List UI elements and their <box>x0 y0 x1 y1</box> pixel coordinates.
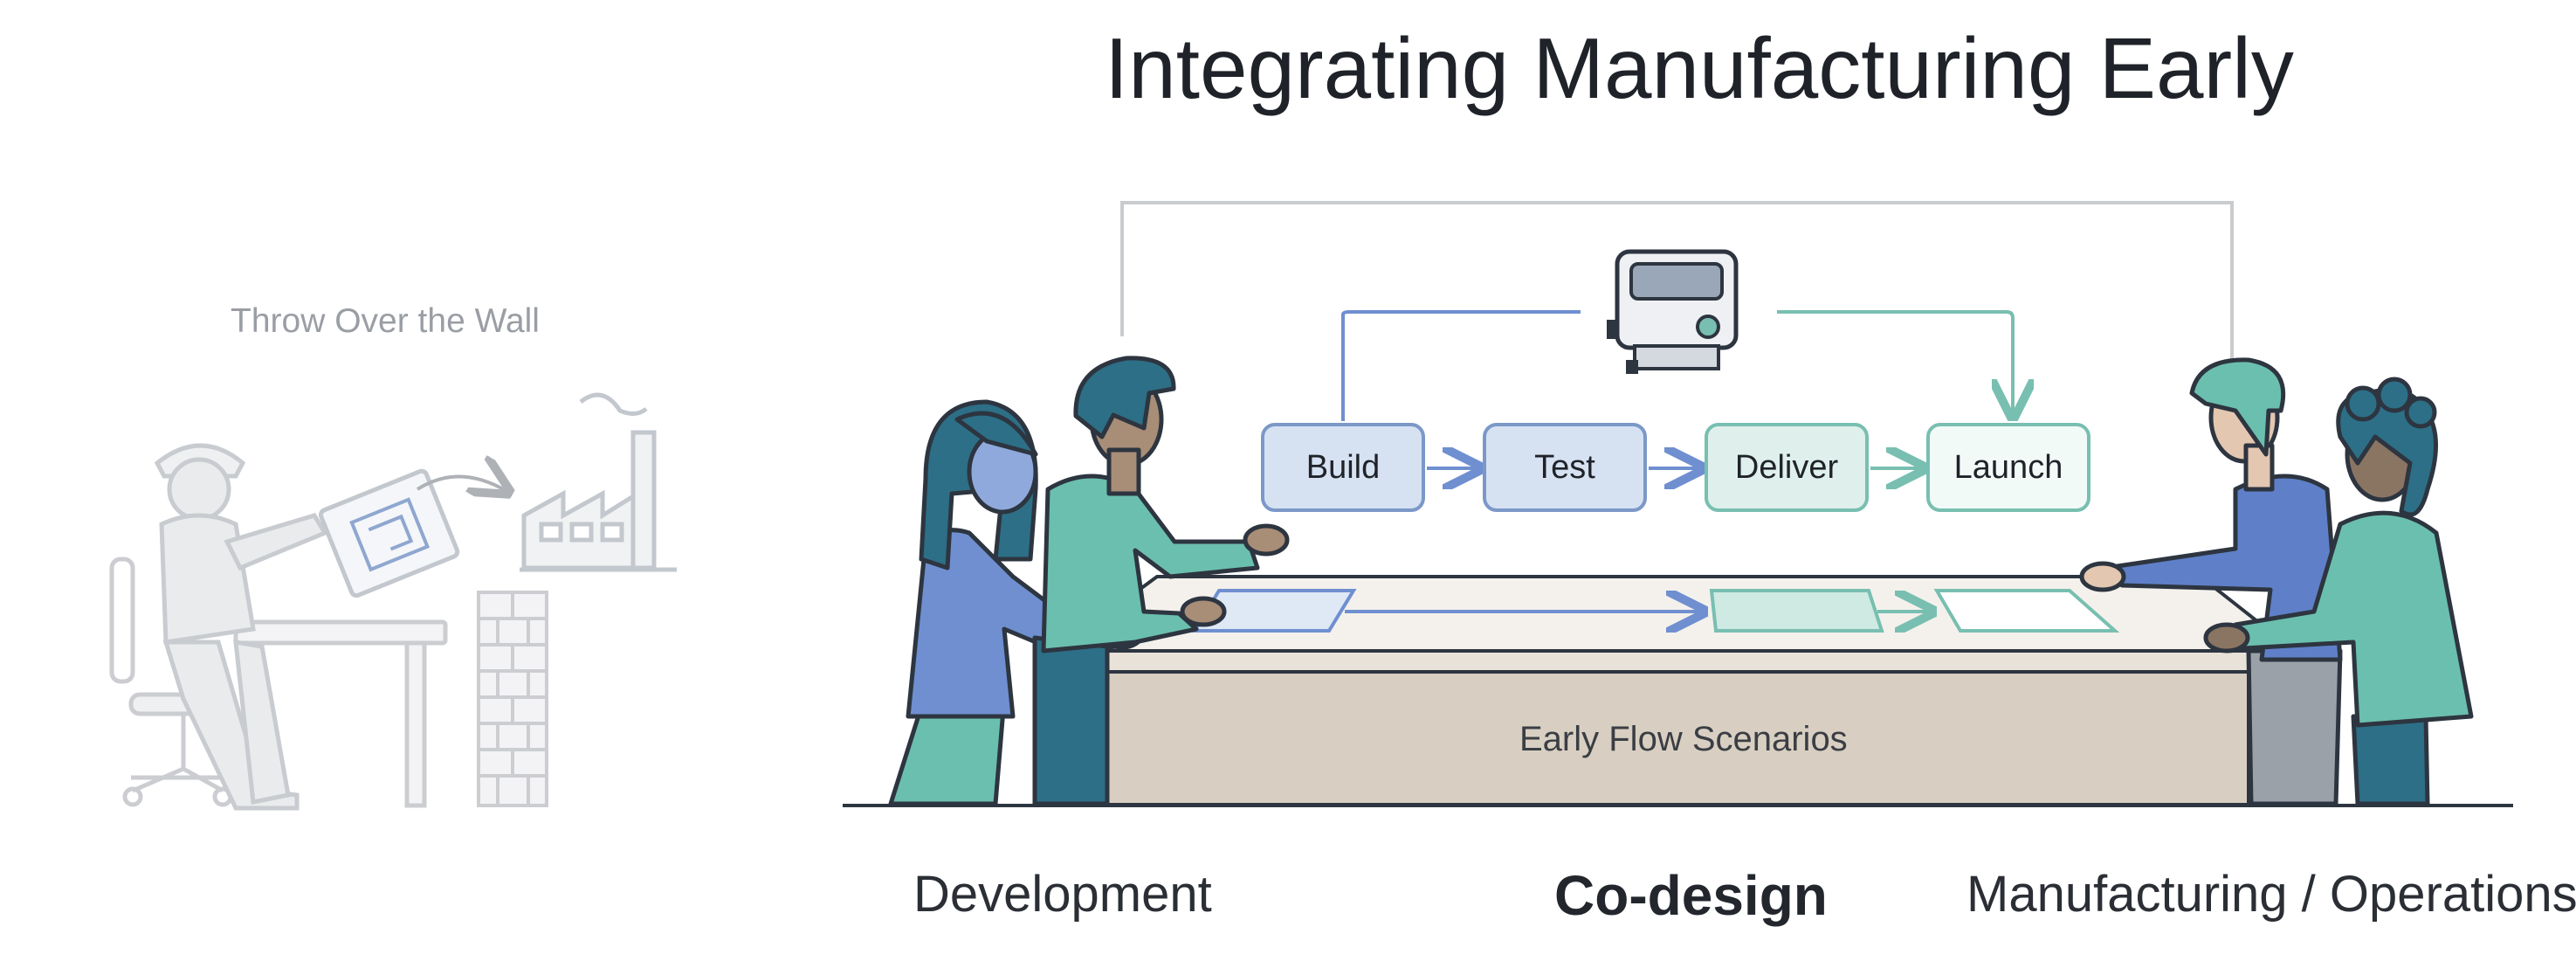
brick-wall-icon <box>477 591 548 807</box>
developer-woman-figure <box>888 399 1144 806</box>
frame-outline <box>1120 201 2234 367</box>
table-paper-light <box>1933 589 2120 633</box>
blueprint-icon <box>318 468 460 598</box>
development-label: Development <box>913 866 1212 923</box>
operations-man-figure <box>2079 357 2343 806</box>
left-panel-caption: Throw Over the Wall <box>231 302 540 340</box>
throw-over-wall-illustration <box>109 392 677 811</box>
table-paper-teal <box>1709 589 1884 633</box>
step-build: Build <box>1261 423 1425 512</box>
factory-icon <box>520 392 677 572</box>
throw-arrow-icon <box>416 476 506 491</box>
developer-man-figure <box>1032 356 1290 806</box>
manufacturing-label: Manufacturing / Operations <box>1966 866 2576 923</box>
table <box>1050 575 2300 806</box>
step-test: Test <box>1483 423 1647 512</box>
engineer-person-icon <box>154 443 328 811</box>
step-deliver: Deliver <box>1705 423 1869 512</box>
table-label: Early Flow Scenarios <box>1519 720 1848 758</box>
machine-icon <box>1607 249 1739 374</box>
feedback-line-left <box>1341 310 1581 421</box>
feedback-arrow-right <box>1777 310 2013 414</box>
step-launch: Launch <box>1926 423 2090 512</box>
page-title: Integrating Manufacturing Early <box>1105 20 2294 116</box>
operations-woman-figure <box>2203 377 2474 806</box>
codesign-label: Co-design <box>1554 864 1828 927</box>
